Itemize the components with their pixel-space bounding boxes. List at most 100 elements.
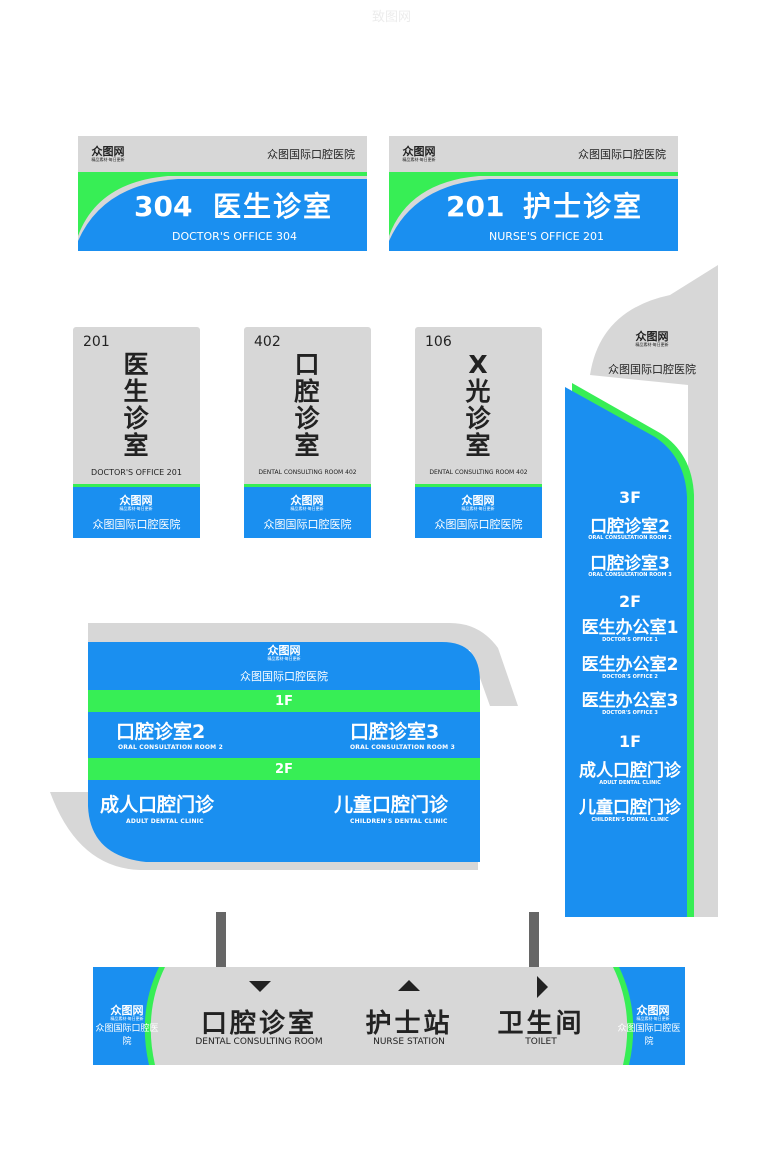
logo-tagline: 精品素材·每日更新: [119, 506, 153, 511]
logo: 众图网 精品素材·每日更新: [116, 495, 156, 511]
room-english: DOCTOR'S OFFICE 3: [602, 710, 658, 716]
room-name: 护士诊室: [523, 190, 644, 223]
room-name: 口腔诊室3: [350, 721, 440, 743]
logo: 众图网 精品素材·每日更新: [264, 645, 304, 661]
logo-tagline: 精品素材·每日更新: [290, 506, 324, 511]
logo-mark: 众图网: [91, 145, 125, 158]
room-name: 医生诊室: [213, 190, 334, 223]
floor-label-3f: 3F: [618, 488, 642, 507]
logo-mark: 众图网: [110, 1004, 144, 1017]
logo: 众图网 精品素材·每日更新: [458, 495, 498, 511]
room-english: DOCTOR'S OFFICE 304: [172, 230, 298, 243]
room-english: DOCTOR'S OFFICE 1: [602, 637, 658, 643]
room-english: ORAL CONSULTATION ROOM 3: [588, 572, 672, 578]
direction-item-name: 护士站: [365, 1009, 453, 1039]
logo-mark: 众图网: [267, 644, 301, 657]
sign-bottom: [415, 487, 542, 538]
hospital-name: 众图国际口腔医院: [434, 518, 523, 531]
right-arrow-icon: [537, 976, 548, 998]
room-name: 成人口腔门诊: [100, 794, 215, 816]
door-sign-wave: [78, 172, 367, 251]
floor-label-1f: 1F: [275, 694, 293, 709]
room-name: 医生办公室3: [581, 691, 679, 711]
hospital-name: 众图国际口腔医院: [617, 1024, 681, 1047]
watermark: 致图网: [372, 10, 412, 25]
room-name-vertical: X光诊室: [465, 350, 491, 460]
room-english: CHILDREN'S DENTAL CLINIC: [591, 817, 669, 823]
vertical-sign-201: 201 医生诊室 DOCTOR'S OFFICE 201 众图网 精品素材·每日…: [73, 327, 200, 538]
hanging-pole-right: [529, 912, 539, 968]
sign-bottom: [244, 487, 371, 538]
divider-line: [73, 484, 200, 487]
logo-mark: 众图网: [290, 494, 324, 507]
directory-shape: [50, 623, 518, 870]
room-number: 106: [425, 334, 452, 350]
logo: 众图网 精品素材·每日更新: [107, 1005, 147, 1021]
logo: 众图网 精品素材·每日更新: [632, 331, 672, 347]
door-sign-304: 众图网 精品素材·每日更新 众图国际口腔医院 304 医生诊室 DOCTOR'S…: [78, 136, 367, 251]
hanging-sign-background: [93, 967, 685, 1065]
direction-item-name: 口腔诊室: [200, 1009, 317, 1039]
logo-tagline: 精品素材·每日更新: [267, 656, 301, 661]
hanging-sign: 众图网 精品素材·每日更新 众图国际口腔医院 众图网 精品素材·每日更新 众图国…: [93, 967, 685, 1065]
floor-label-1f: 1F: [618, 732, 642, 751]
room-number: 201: [446, 190, 505, 223]
room-name: 成人口腔门诊: [579, 761, 681, 781]
logo: 众图网 精品素材·每日更新: [88, 146, 128, 162]
up-arrow-icon: [398, 980, 420, 991]
sign-top: [244, 327, 371, 487]
totem-shape: [565, 265, 718, 917]
logo-tagline: 精品素材·每日更新: [110, 1016, 144, 1021]
logo-mark: 众图网: [402, 145, 436, 158]
direction-item-english: DENTAL CONSULTING ROOM: [195, 1037, 323, 1047]
room-english: ORAL CONSULTATION ROOM 2: [118, 744, 224, 751]
sign-top: [73, 327, 200, 487]
logo-mark: 众图网: [636, 1004, 670, 1017]
logo-mark: 众图网: [119, 494, 153, 507]
direction-item-name: 卫生间: [497, 1009, 585, 1039]
logo-tagline: 精品素材·每日更新: [402, 157, 436, 162]
logo: 众图网 精品素材·每日更新: [287, 495, 327, 511]
hospital-name: 众图国际口腔医院: [578, 148, 666, 161]
logo-tagline: 精品素材·每日更新: [636, 1016, 670, 1021]
floor-directory: 众图网 精品素材·每日更新 众图国际口腔医院 1F 口腔诊室2 ORAL CON…: [50, 620, 520, 870]
floor-totem: 众图网 精品素材·每日更新 众图国际口腔医院 3F 口腔诊室2 ORAL CON…: [560, 265, 722, 920]
room-name: 口腔诊室2: [590, 517, 670, 537]
down-arrow-icon: [249, 981, 271, 992]
floor-label-2f: 2F: [618, 592, 642, 611]
room-name: 口腔诊室2: [116, 721, 206, 743]
hospital-name: 众图国际口腔医院: [92, 518, 181, 531]
vertical-sign-106: 106 X光诊室 DENTAL CONSULTING ROOM 402 众图网 …: [415, 327, 542, 538]
room-number: 304: [134, 190, 193, 223]
hospital-name: 众图国际口腔医院: [95, 1024, 159, 1047]
room-english: ORAL CONSULTATION ROOM 3: [350, 744, 456, 751]
divider-line: [244, 484, 371, 487]
logo-tagline: 精品素材·每日更新: [635, 342, 669, 347]
vertical-sign-402: 402 口腔诊室 DENTAL CONSULTING ROOM 402 众图网 …: [244, 327, 371, 538]
room-number: 201: [83, 334, 110, 350]
logo: 众图网 精品素材·每日更新: [399, 146, 439, 162]
direction-item-english: NURSE STATION: [373, 1037, 445, 1047]
hanging-pole-left: [216, 912, 226, 968]
sign-top: [415, 327, 542, 487]
door-sign-201: 众图网 精品素材·每日更新 众图国际口腔医院 201 护士诊室 NURSE'S …: [389, 136, 678, 251]
room-name: 儿童口腔门诊: [579, 798, 681, 818]
logo-mark: 众图网: [635, 330, 669, 343]
room-name: 医生办公室2: [581, 655, 679, 675]
hospital-name: 众图国际口腔医院: [608, 363, 696, 376]
logo: 众图网 精品素材·每日更新: [633, 1005, 673, 1021]
door-sign-wave: [389, 172, 678, 251]
room-name-vertical: 口腔诊室: [294, 350, 320, 460]
room-name: 医生办公室1: [581, 618, 679, 638]
room-english: DENTAL CONSULTING ROOM 402: [258, 469, 357, 476]
logo-tagline: 精品素材·每日更新: [91, 157, 125, 162]
room-english: NURSE'S OFFICE 201: [489, 230, 605, 243]
room-english: ORAL CONSULTATION ROOM 2: [588, 535, 672, 541]
hospital-name: 众图国际口腔医院: [267, 148, 355, 161]
room-name-vertical: 医生诊室: [123, 350, 149, 460]
hospital-name: 众图国际口腔医院: [240, 670, 328, 683]
room-english: ADULT DENTAL CLINIC: [599, 780, 661, 786]
sign-bottom: [73, 487, 200, 538]
room-number: 402: [254, 334, 281, 350]
room-english: DOCTOR'S OFFICE 2: [602, 674, 658, 680]
